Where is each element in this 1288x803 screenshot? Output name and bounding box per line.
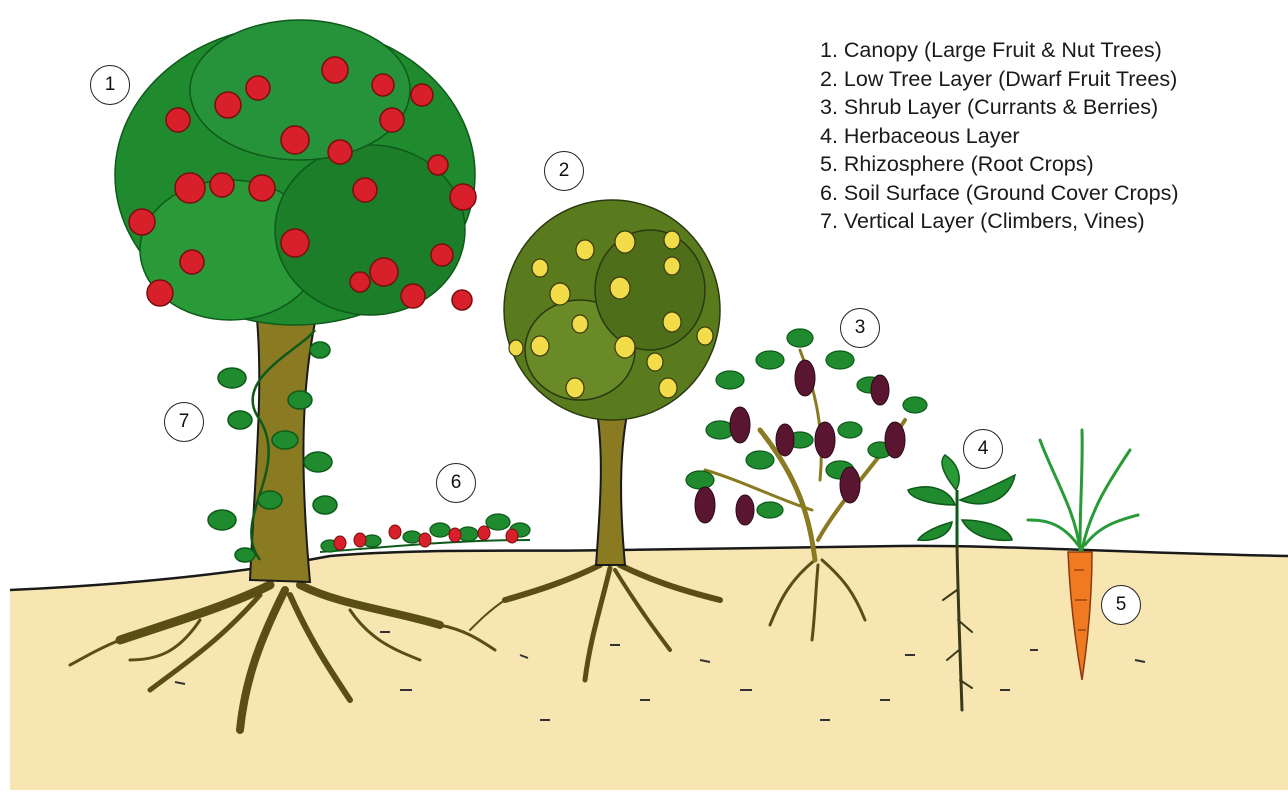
layer-legend: 1. Canopy (Large Fruit & Nut Trees) 2. L…	[820, 36, 1178, 236]
legend-item-vertical: 7. Vertical Layer (Climbers, Vines)	[820, 207, 1178, 236]
marker-herbaceous: 4	[963, 429, 1003, 469]
herbaceous-plant	[908, 455, 1015, 545]
soil-ground	[10, 546, 1288, 790]
legend-item-soil-surface: 6. Soil Surface (Ground Cover Crops)	[820, 179, 1178, 208]
marker-vertical: 7	[164, 402, 204, 442]
low-tree-foliage	[504, 200, 720, 420]
marker-low-tree: 2	[544, 151, 584, 191]
legend-item-rhizosphere: 5. Rhizosphere (Root Crops)	[820, 150, 1178, 179]
marker-soil-surface: 6	[436, 463, 476, 503]
low-tree-trunk	[595, 400, 630, 565]
canopy-tree-foliage	[115, 20, 475, 325]
marker-canopy: 1	[90, 65, 130, 105]
ground-cover-plants	[320, 514, 530, 552]
legend-item-shrub: 3. Shrub Layer (Currants & Berries)	[820, 93, 1178, 122]
legend-item-herbaceous: 4. Herbaceous Layer	[820, 122, 1178, 151]
marker-rhizosphere: 5	[1101, 585, 1141, 625]
marker-shrub: 3	[840, 308, 880, 348]
legend-item-low-tree: 2. Low Tree Layer (Dwarf Fruit Trees)	[820, 65, 1178, 94]
legend-item-canopy: 1. Canopy (Large Fruit & Nut Trees)	[820, 36, 1178, 65]
